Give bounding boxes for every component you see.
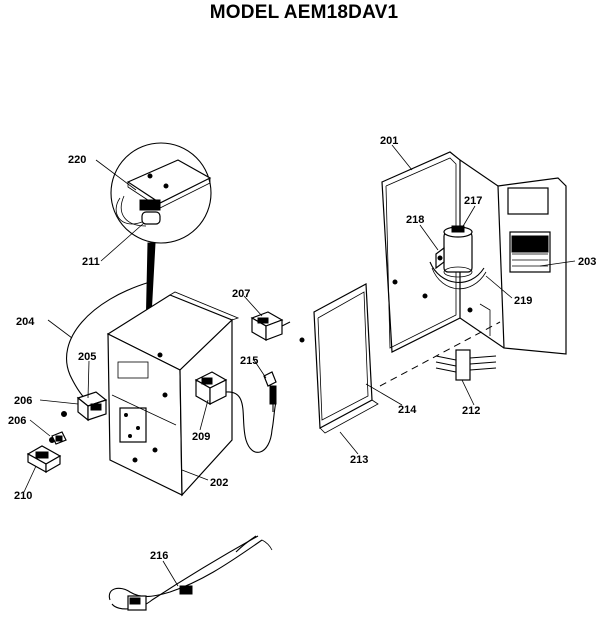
bracket-218 xyxy=(435,246,445,270)
connector-212 xyxy=(435,349,497,381)
part-210 xyxy=(26,445,62,474)
alignment-line xyxy=(379,321,501,387)
capacitor-217 xyxy=(443,225,473,278)
callout-205: 205 xyxy=(78,351,96,363)
detail-circle xyxy=(110,142,212,336)
callout-213: 213 xyxy=(350,454,368,466)
screw-206-a xyxy=(61,411,67,417)
strap-219 xyxy=(429,261,487,313)
clip-206 xyxy=(51,431,67,445)
callout-214: 214 xyxy=(398,404,417,416)
callout-209: 209 xyxy=(192,431,210,443)
switch-207 xyxy=(250,311,291,342)
thermostat-209 xyxy=(194,371,277,453)
sensor-215 xyxy=(263,371,277,412)
callout-210: 210 xyxy=(14,490,32,502)
callout-204: 204 xyxy=(16,316,35,328)
callout-202: 202 xyxy=(210,477,228,489)
panel-214 xyxy=(313,283,379,434)
leader-lines xyxy=(23,144,576,587)
callout-206-b: 206 xyxy=(8,415,26,427)
callout-203: 203 xyxy=(578,256,596,268)
callout-labels: 201 202 203 204 205 206 206 207 209 210 … xyxy=(8,135,596,562)
callout-207: 207 xyxy=(232,288,250,300)
callout-218: 218 xyxy=(406,214,424,226)
terminal-block-205 xyxy=(76,391,108,422)
callout-206-a: 206 xyxy=(14,395,32,407)
callout-217: 217 xyxy=(464,195,482,207)
callout-215: 215 xyxy=(240,355,258,367)
callout-216: 216 xyxy=(150,550,168,562)
page-title: MODEL AEM18DAV1 xyxy=(209,2,399,23)
power-cord-216 xyxy=(108,535,273,611)
callout-219: 219 xyxy=(514,295,532,307)
callout-212: 212 xyxy=(462,405,480,417)
screw-a xyxy=(299,337,305,343)
callout-201: 201 xyxy=(380,135,398,147)
callout-220: 220 xyxy=(68,154,86,166)
callout-211: 211 xyxy=(82,256,100,268)
cabinet-203 xyxy=(459,159,567,355)
